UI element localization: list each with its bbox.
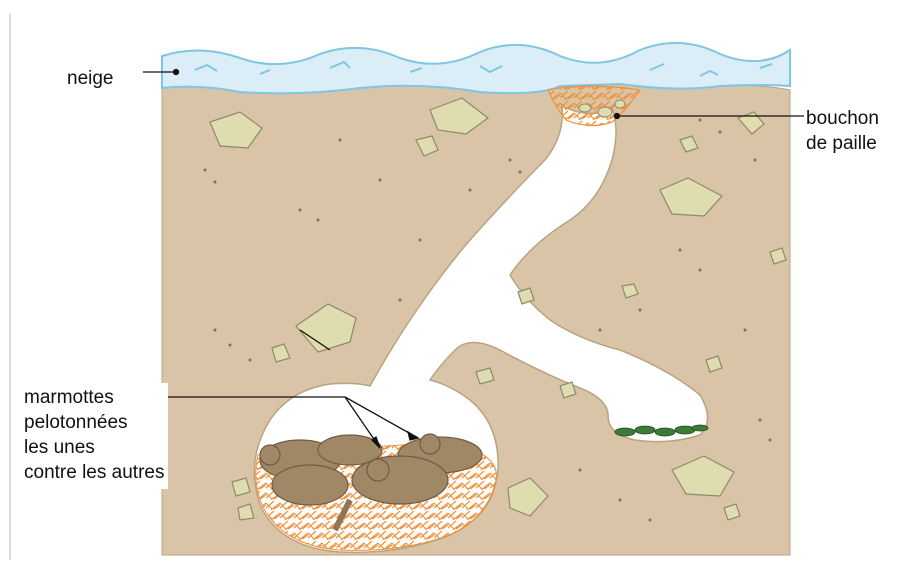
label-marmots-line4: contre les autres [24,460,164,485]
label-straw-plug-line1: bouchon [806,106,879,131]
label-marmots-line2: pelotonnées [24,410,164,435]
label-marmots-line3: les unes [24,435,164,460]
label-marmots: marmottes pelotonnées les unes contre le… [20,383,168,489]
label-marmots-line1: marmottes [24,385,164,410]
label-snow: neige [67,66,114,91]
label-straw-plug-line2: de paille [806,131,879,156]
snow-layer [162,43,790,93]
label-straw-plug: bouchon de paille [806,106,879,156]
